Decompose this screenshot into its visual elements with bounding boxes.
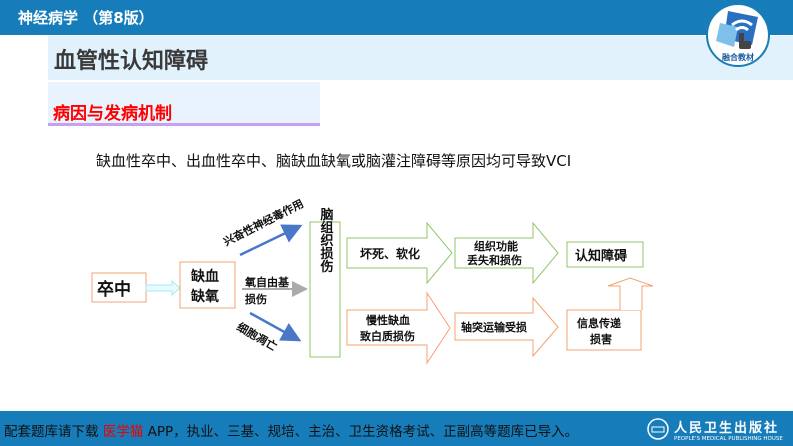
title-band: 血管性认知障碍	[48, 36, 793, 80]
publisher-name-cn: 人民卫生出版社	[674, 421, 780, 436]
signal-impairment-box	[566, 309, 642, 351]
double-arrow	[145, 279, 181, 297]
axon-transport-arrow	[454, 296, 559, 358]
publisher-name-en: PEOPLE'S MEDICAL PUBLISHING HOUSE	[674, 436, 783, 442]
function-loss-line2: 丢失和损伤	[467, 253, 522, 267]
upper-arrow	[239, 224, 303, 257]
white-matter-line2: 致白质损伤	[360, 329, 415, 343]
axon-transport-label: 轴突运输受损	[461, 320, 527, 334]
wifi-hand-icon: 融合教材	[716, 11, 758, 62]
publisher-logo: 人民卫生出版社 PEOPLE'S MEDICAL PUBLISHING HOUS…	[646, 417, 783, 442]
lower-arrow	[249, 311, 302, 342]
signal-line1: 信息传递	[577, 316, 621, 330]
ischemia-box	[179, 261, 236, 309]
app-name-link[interactable]: 医学猫	[102, 424, 144, 440]
middle-path-line2: 损伤	[245, 292, 267, 306]
header-bar: 神经病学 （第8版）	[0, 0, 793, 35]
section-subtitle: 病因与发病机制	[53, 104, 172, 124]
subtitle-band: 病因与发病机制	[48, 82, 320, 126]
page-title: 血管性认知障碍	[54, 49, 209, 74]
middle-path-line1: 氧自由基	[244, 275, 290, 289]
necrosis-label: 坏死、软化	[360, 246, 420, 261]
footer-bar: 配套题库请下载 医学猫 APP，执业、三基、规培、主治、卫生资格考试、正副高等题…	[0, 411, 793, 446]
fusion-textbook-logo: 融合教材	[706, 3, 770, 67]
function-loss-line1: 组织功能	[474, 239, 518, 253]
upper-path-label: 兴奋性神经毒作用	[221, 196, 306, 248]
ischemia-line2: 缺氧	[191, 288, 219, 305]
brain-damage-label: 脑组织损伤	[318, 207, 335, 274]
stroke-label: 卒中	[97, 279, 131, 300]
brain-damage-box	[309, 221, 341, 358]
up-arrow	[607, 277, 654, 310]
logo-text: 融合教材	[722, 52, 754, 62]
ischemia-line1: 缺血	[191, 268, 219, 285]
book-title: 神经病学 （第8版）	[18, 9, 154, 27]
publisher-emblem-icon	[647, 418, 669, 440]
necrosis-arrow	[346, 221, 453, 285]
white-matter-arrow	[346, 291, 451, 365]
footer-prefix: 配套题库请下载	[4, 424, 103, 440]
intro-text: 缺血性卒中、出血性卒中、脑缺血缺氧或脑灌注障碍等原因均可导致VCI	[96, 152, 572, 170]
footer-suffix: APP，执业、三基、规培、主治、卫生资格考试、正副高等题库已导入。	[143, 424, 579, 440]
cognitive-impairment-box	[566, 241, 644, 268]
function-loss-arrow	[454, 221, 559, 285]
footer-notice: 配套题库请下载 医学猫 APP，执业、三基、规培、主治、卫生资格考试、正副高等题…	[4, 420, 578, 440]
cognitive-impairment-label: 认知障碍	[575, 248, 627, 264]
signal-line2: 损害	[590, 332, 612, 346]
white-matter-line1: 慢性缺血	[366, 313, 410, 327]
